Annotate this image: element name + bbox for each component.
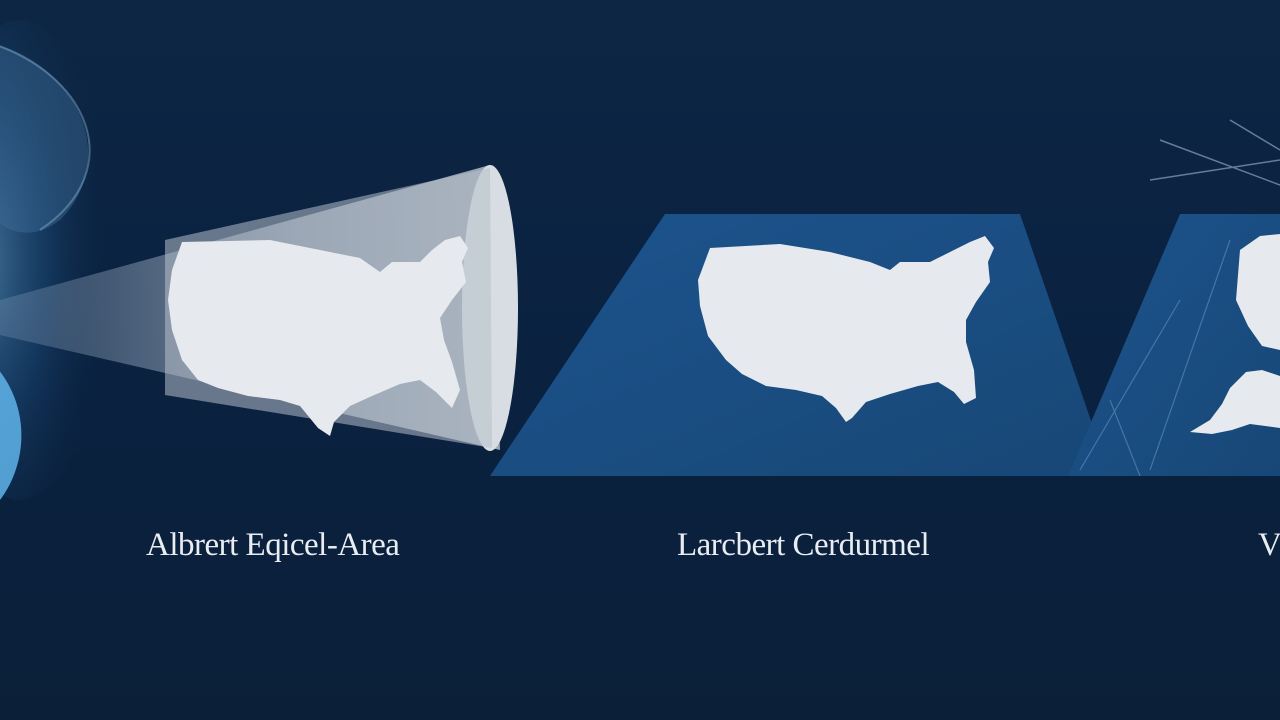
lambert-us-map — [698, 236, 994, 422]
albers-caption: Albrert Eqicel-Area — [146, 527, 400, 563]
third-projection-caption: V — [1258, 527, 1280, 563]
albers-us-map — [168, 236, 468, 436]
lambert-caption: Larcbert Cerdurmel — [677, 527, 930, 563]
globe-glow — [0, 20, 110, 500]
lambert-panel — [490, 214, 1110, 476]
alaska-shape — [1190, 370, 1280, 434]
projection-rays — [1149, 119, 1280, 186]
third-us-map — [1236, 234, 1280, 350]
panel-gridlines — [1079, 239, 1231, 477]
third-panel — [1068, 119, 1280, 477]
